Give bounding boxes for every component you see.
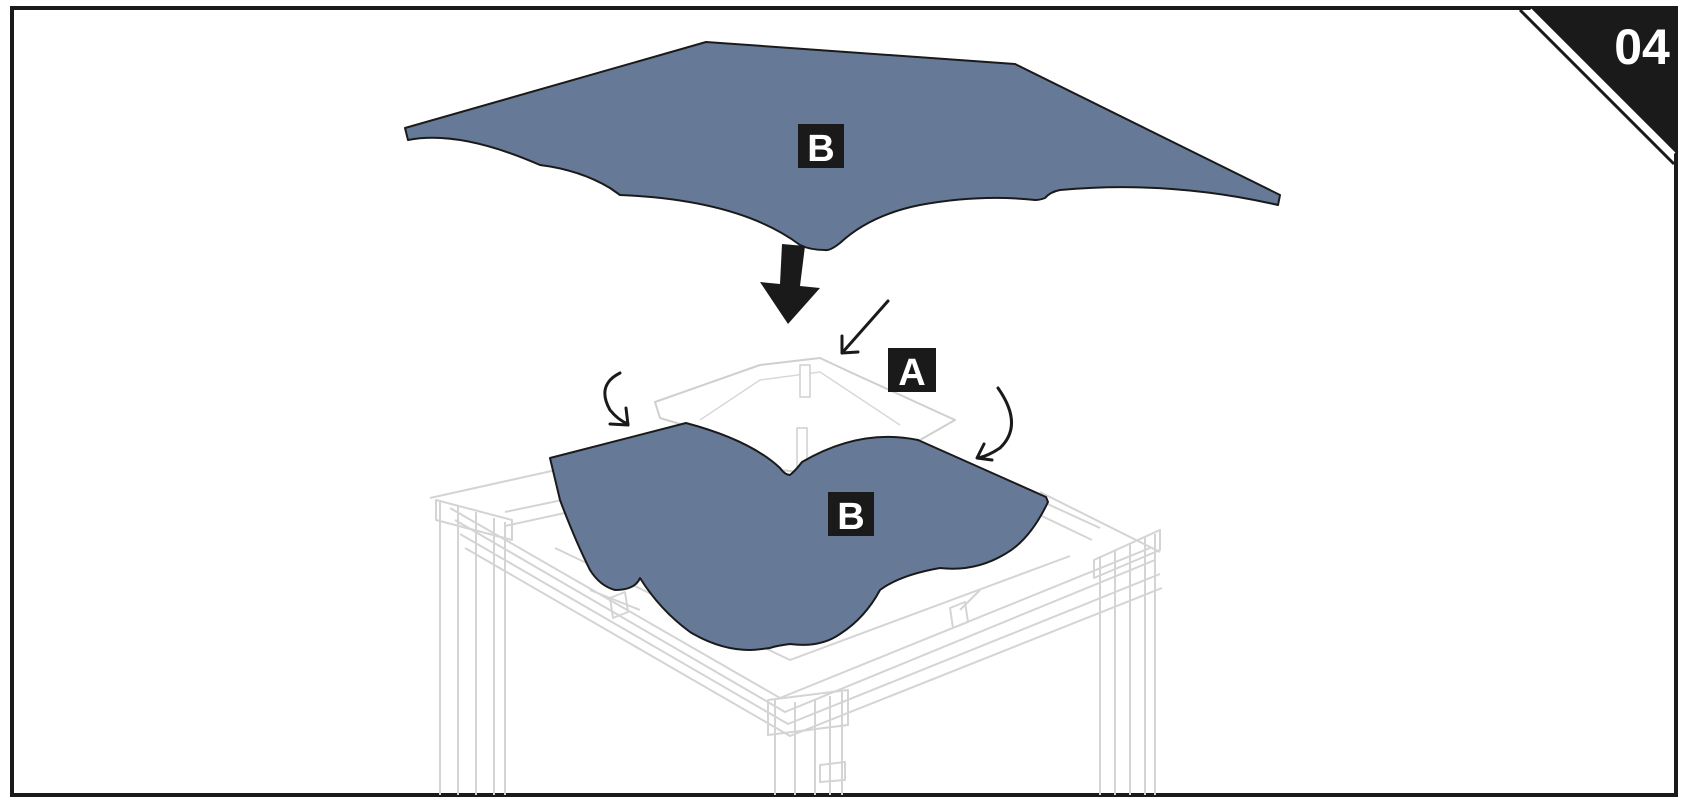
arrow-down-icon: [760, 244, 820, 324]
curved-arrow-right-icon: [975, 386, 1013, 462]
label-b-top: B: [798, 124, 844, 170]
step-number: 04: [1614, 19, 1670, 75]
label-a: A: [888, 348, 936, 394]
label-a-text: A: [898, 352, 925, 394]
step-badge: 04: [1518, 8, 1676, 166]
label-b-lower: B: [828, 492, 874, 538]
canopy-lower-shape: [549, 422, 1049, 651]
gazebo-frame: [429, 461, 1163, 795]
label-b-top-text: B: [807, 128, 834, 170]
curved-arrow-left-icon: [603, 371, 630, 427]
label-b-lower-text: B: [837, 496, 864, 538]
pointer-arrow-icon: [840, 299, 890, 355]
